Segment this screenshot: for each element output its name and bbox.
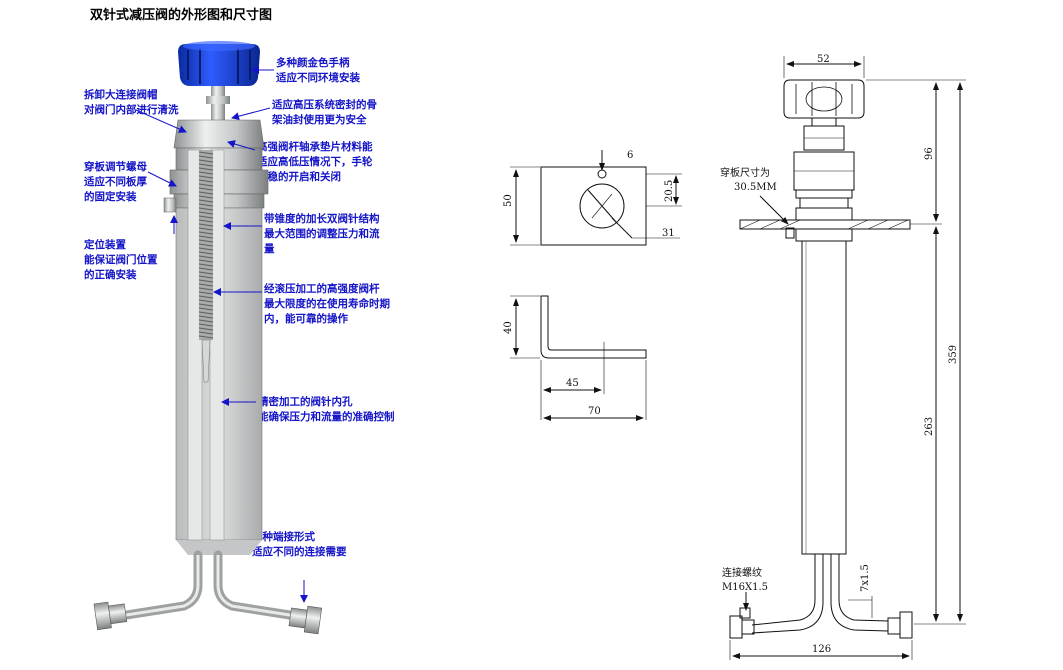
handwheel-knob [178,41,260,86]
callout-handle: 多种颜金色手柄 适应不同环境安装 [276,57,360,84]
bracket-side-view [510,295,647,421]
callout-stem-bearing: 高强阀杆轴承垫片材料能 适应高低压情况下，手轮 平稳的开启和关闭 [257,141,373,183]
valve-thread-value: M16X1.5 [722,582,768,593]
bracket-leg-length-label: 45 [566,378,579,389]
valve-thread-label: 连接螺纹 [722,566,762,579]
valve-outline-drawing [729,56,966,660]
page-title: 双针式减压阀的外形图和尺寸图 [90,8,273,23]
callout-panel-nut: 穿板调节螺母 适应不同板厚 的固定安装 [84,161,147,203]
outlet-tubes [93,550,323,635]
valve-bottom-width-label: 126 [812,644,831,655]
callout-ends: 多种端接形式 适应不同的连接需要 [252,531,347,558]
callout-seal: 适应高压系统密封的骨 架油封使用更为安全 [272,99,377,126]
valve-panel-hole-label: 穿板尺寸为 [720,166,770,179]
bracket-total-length-label: 70 [588,406,601,417]
callout-leaders [135,66,308,603]
callout-rolled-stem: 经滚压加工的高强度阀杆 最大限度的在使用寿命时期 内，能可靠的操作 [264,283,390,325]
valve-panel-hole-value: 30.5MM [734,182,777,193]
bracket-hole-from-side-label: 31 [662,228,675,239]
valve-body-height-label: 263 [924,417,935,436]
bracket-front-view [510,150,682,246]
bracket-hole-offset-label: 20.5 [664,180,675,202]
callout-bore: 精密加工的阀针内孔 能确保压力和流量的准确控制 [258,396,395,423]
callout-double-needle: 带锥度的加长双阀针结构 最大范围的调整压力和流 量 [264,213,380,255]
valve-illustration [93,41,323,635]
valve-handle-width-label: 52 [817,54,830,65]
callout-locator: 定位装置 能保证阀门位置 的正确安装 [84,239,158,281]
valve-total-height-label: 359 [948,345,959,364]
valve-tube-label: 7x1.5 [860,564,871,592]
bracket-height-label: 50 [503,194,514,207]
bracket-hole-dia-label: 6 [627,150,633,161]
callout-bonnet: 拆卸大连接阀帽 对阀门内部进行清洗 [84,89,179,116]
valve-body [163,149,263,555]
bracket-leg-height-label: 40 [503,321,514,334]
valve-top-height-label: 96 [924,147,935,160]
